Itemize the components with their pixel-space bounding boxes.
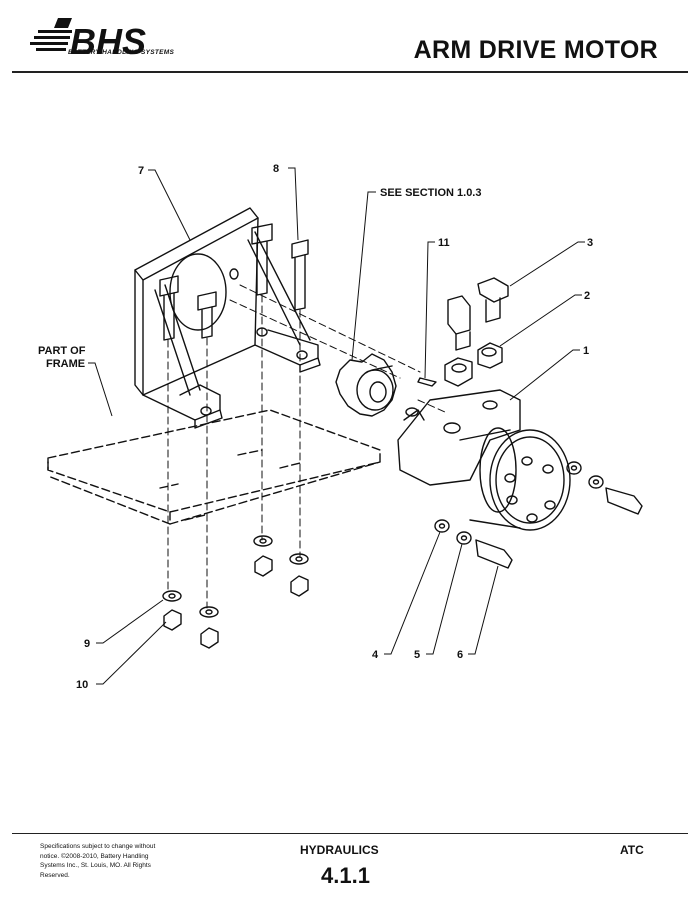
copyright-disclaimer: Specifications subject to change without…: [40, 843, 156, 879]
logo-wordmark: BHS: [70, 21, 146, 62]
sprocket: [335, 353, 397, 417]
callout-frame: FRAME: [46, 358, 85, 370]
footer-divider: [12, 833, 688, 834]
callout-4: 4: [372, 649, 379, 661]
callout-9: 9: [84, 638, 90, 650]
leader-lines: [88, 167, 585, 685]
callout-2: 2: [584, 290, 590, 302]
motor-hardware: [434, 461, 643, 569]
callout-8: 8: [273, 163, 279, 175]
callout-6: 6: [457, 649, 463, 661]
hydraulic-fittings: [444, 277, 509, 387]
callout-7: 7: [138, 165, 144, 177]
washers-and-nuts: [162, 535, 309, 649]
callout-1: 1: [583, 345, 589, 357]
shaft-key: [417, 377, 437, 387]
section-number: 4.1.1: [321, 863, 370, 888]
callout-part-of: PART OF: [38, 345, 86, 357]
motor-bracket: [134, 207, 321, 429]
callout-10: 10: [76, 679, 88, 691]
section-name: HYDRAULICS: [300, 843, 379, 857]
page-title: ARM DRIVE MOTOR: [413, 36, 658, 64]
header-divider: [12, 71, 688, 73]
assembly-lines: [167, 284, 446, 609]
callout-11: 11: [438, 237, 450, 249]
callout-3: 3: [587, 237, 593, 249]
mounting-bolts: [159, 223, 309, 341]
hydraulic-motor: [397, 389, 571, 531]
model-code: ATC: [620, 843, 644, 857]
bhs-logo: BHS: [30, 18, 146, 62]
frame-plate: [47, 409, 381, 525]
logo-subtitle: BATTERY HANDLING SYSTEMS: [68, 49, 175, 56]
callout-see-section: SEE SECTION 1.0.3: [380, 187, 481, 199]
callout-5: 5: [414, 649, 420, 661]
